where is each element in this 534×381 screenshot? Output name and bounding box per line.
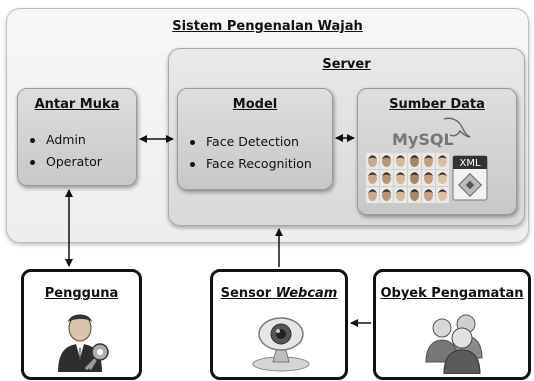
face-thumb-face — [424, 172, 433, 184]
face-thumb-face — [396, 155, 405, 167]
sensor-webcam-box: Sensor Webcam — [210, 269, 348, 380]
list-item: Face Recognition — [190, 153, 312, 175]
user-key-icon — [58, 314, 109, 372]
face-thumb-face — [410, 172, 419, 184]
face-thumb-hair — [438, 189, 447, 193]
sensor-title-prefix: Sensor — [220, 286, 272, 301]
svg-text:MySQL: MySQL — [392, 130, 454, 149]
model-title: Model — [232, 97, 278, 112]
antar-muka-list: Admin Operator — [18, 129, 102, 173]
server-title: Server — [322, 57, 371, 72]
face-thumb-face — [410, 189, 419, 201]
model-list: Face Detection Face Recognition — [178, 131, 312, 175]
face-dataset-icon — [366, 153, 449, 203]
face-thumb-hair — [396, 189, 405, 193]
group-icon — [425, 314, 483, 374]
face-thumb-hair — [396, 155, 405, 159]
face-thumb-face — [368, 172, 377, 184]
face-thumb-hair — [424, 172, 433, 176]
obyek-pengamatan-box: Obyek Pengamatan — [373, 269, 531, 380]
face-thumb-face — [438, 155, 447, 167]
face-thumb-hair — [382, 189, 391, 193]
face-thumb-hair — [410, 189, 419, 193]
list-item: Admin — [30, 129, 102, 151]
list-item: Face Detection — [190, 131, 312, 153]
sumber-data-box: Sumber Data MySQL XML — [357, 88, 517, 215]
antar-muka-box: Antar Muka Admin Operator — [17, 88, 137, 186]
face-thumb-hair — [382, 172, 391, 176]
pengguna-title: Pengguna — [44, 286, 119, 301]
face-thumb-face — [382, 189, 391, 201]
face-thumb-hair — [368, 172, 377, 176]
face-thumb-hair — [438, 155, 447, 159]
face-thumb-face — [424, 189, 433, 201]
face-thumb-face — [438, 172, 447, 184]
face-thumb-hair — [438, 172, 447, 176]
face-thumb-hair — [368, 189, 377, 193]
pengguna-box: Pengguna — [21, 269, 142, 380]
sumber-data-title: Sumber Data — [389, 97, 485, 112]
face-thumb-face — [396, 172, 405, 184]
face-thumb-face — [382, 172, 391, 184]
mysql-logo-icon: MySQL — [392, 117, 471, 149]
face-thumb-face — [368, 189, 377, 201]
list-item: Operator — [30, 151, 102, 173]
system-title: Sistem Pengenalan Wajah — [172, 19, 363, 34]
face-thumb-hair — [410, 155, 419, 159]
face-thumb-face — [438, 189, 447, 201]
face-thumb-face — [382, 155, 391, 167]
model-box: Model Face Detection Face Recognition — [177, 88, 333, 190]
face-thumb-face — [396, 189, 405, 201]
face-thumb-hair — [382, 155, 391, 159]
sensor-title-italic: Webcam — [275, 286, 338, 301]
face-thumb-hair — [424, 155, 433, 159]
face-thumb-hair — [410, 172, 419, 176]
svg-text:XML: XML — [459, 158, 480, 169]
xml-file-icon: XML — [452, 155, 488, 201]
sensor-title: Sensor Webcam — [213, 286, 345, 301]
webcam-icon — [252, 317, 310, 372]
face-thumb-hair — [424, 189, 433, 193]
obyek-title: Obyek Pengamatan — [380, 286, 524, 301]
face-thumb-face — [368, 155, 377, 167]
face-thumb-hair — [396, 172, 405, 176]
face-thumb-face — [410, 155, 419, 167]
antar-muka-title: Antar Muka — [34, 97, 120, 112]
face-thumb-face — [424, 155, 433, 167]
face-thumb-hair — [368, 155, 377, 159]
